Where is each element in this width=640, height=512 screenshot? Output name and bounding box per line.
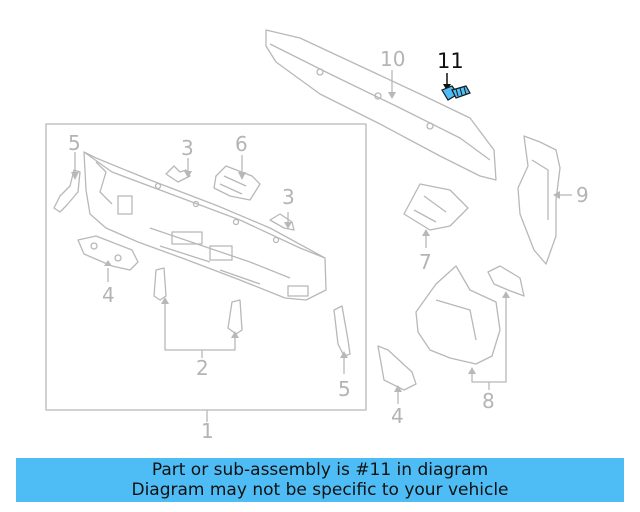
callout-7: 7	[419, 250, 432, 274]
part-4-left-plate	[77, 235, 139, 271]
callout-10: 10	[380, 47, 405, 71]
callout-5-right: 5	[338, 377, 351, 401]
part-2-left-bracket	[153, 267, 167, 301]
part-7-bracket	[403, 183, 469, 231]
part-4-lower-plate	[377, 345, 417, 391]
part-11-bolt[interactable]	[441, 73, 471, 101]
part-3-right-clip	[269, 213, 295, 231]
callout-5-left: 5	[68, 131, 81, 155]
callout-1: 1	[201, 419, 214, 443]
part-5-left-bracket	[53, 169, 81, 213]
assembly-1-frame	[45, 123, 367, 411]
info-banner: Part or sub-assembly is #11 in diagram D…	[16, 458, 624, 502]
callout-8: 8	[482, 389, 495, 413]
callout-3-right: 3	[282, 185, 295, 209]
parts-diagram: 1 2 3 3 4 4 5 5 6 7 8 9 10 11	[45, 29, 589, 443]
part-2-right-bracket	[227, 299, 243, 335]
part-6-bracket	[213, 165, 261, 201]
part-8-assembly	[415, 265, 525, 365]
part-3-upper-clip	[165, 165, 191, 183]
callout-6: 6	[235, 132, 248, 156]
callout-4-lower: 4	[391, 404, 404, 428]
part-9-side-bracket	[517, 135, 561, 265]
callout-3-upper: 3	[181, 136, 194, 160]
callout-2: 2	[196, 356, 209, 380]
banner-line-2: Diagram may not be specific to your vehi…	[131, 480, 509, 500]
part-10-cross-member	[265, 29, 497, 181]
banner-line-1: Part or sub-assembly is #11 in diagram	[151, 460, 489, 480]
part-1-rear-panel	[83, 151, 327, 301]
callout-4-left: 4	[102, 283, 115, 307]
part-5-right-bracket	[333, 305, 351, 357]
callout-11[interactable]: 11	[437, 49, 464, 73]
callout-9: 9	[576, 183, 589, 207]
